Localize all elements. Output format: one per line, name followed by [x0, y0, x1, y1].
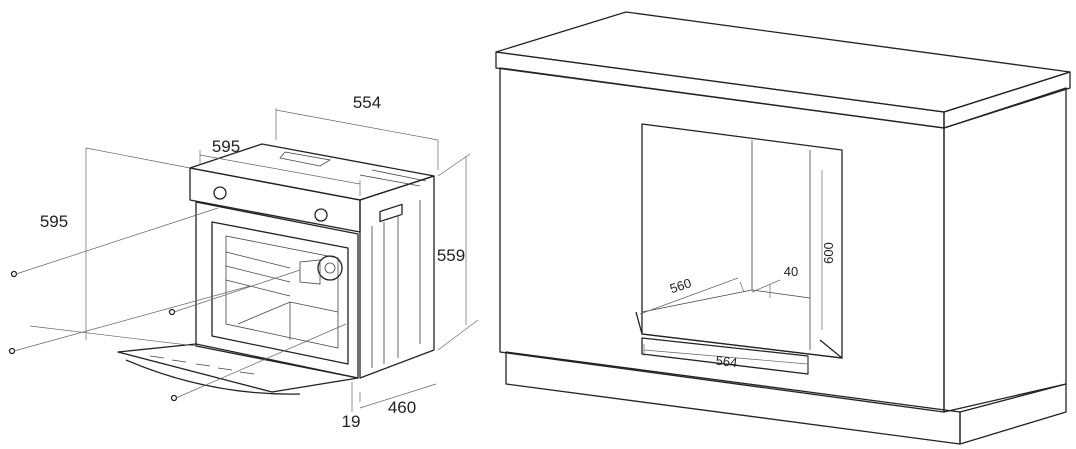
screw-3 — [168, 308, 176, 316]
dim-oven-height-left: 595 — [40, 212, 68, 231]
oven-door — [117, 343, 359, 393]
cabinet-dimensions — [639, 170, 823, 372]
oven-side — [359, 175, 435, 379]
oven-knob-left — [213, 186, 227, 200]
oven-front-frame — [195, 201, 359, 379]
oven-dimensions — [29, 108, 479, 412]
dim-oven-panel: 19 — [342, 412, 361, 431]
cabinet-side — [943, 87, 1067, 413]
dim-oven-height-right: 559 — [437, 246, 465, 265]
dim-cabinet-min-width: 564 — [715, 353, 738, 371]
dim-cabinet-gap: 40 — [784, 264, 798, 279]
dim-cabinet-opening-width: 560 — [668, 275, 693, 296]
dim-oven-depth: 460 — [388, 398, 416, 417]
screw-2 — [8, 347, 16, 355]
oven-fan — [317, 255, 343, 281]
screw-4 — [170, 394, 178, 402]
cabinet-top-front — [495, 51, 945, 129]
cabinet-opening — [641, 123, 843, 359]
cabinet-drawing — [495, 11, 1071, 445]
cabinet-top — [495, 11, 1071, 113]
oven-drawing — [8, 143, 435, 402]
oven-cavity — [211, 221, 349, 365]
cabinet-shelf-edge — [641, 337, 809, 375]
cabinet-top-side — [943, 71, 1071, 129]
dim-oven-width-top: 554 — [353, 93, 381, 112]
screw-1 — [10, 270, 18, 278]
dim-oven-width-front: 595 — [212, 137, 240, 156]
dim-cabinet-opening-height: 600 — [821, 242, 836, 264]
oven-knob-right — [314, 208, 328, 222]
